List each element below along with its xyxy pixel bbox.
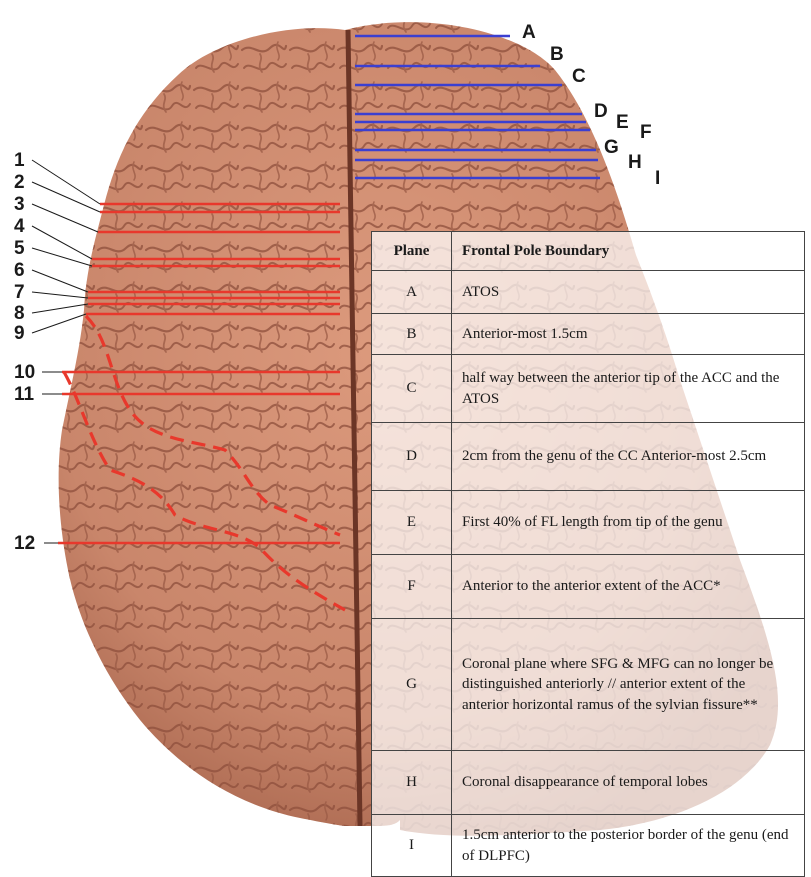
number-label-8: 8	[14, 303, 25, 324]
header-boundary: Frontal Pole Boundary	[452, 232, 805, 271]
table-row: BAnterior-most 1.5cm	[372, 314, 805, 355]
letter-label-A: A	[522, 22, 536, 43]
number-label-1: 1	[14, 150, 25, 171]
table-row: GCoronal plane where SFG & MFG can no lo…	[372, 619, 805, 751]
cell-plane: E	[372, 491, 452, 555]
number-label-10: 10	[14, 362, 35, 383]
letter-label-C: C	[572, 66, 586, 87]
number-label-6: 6	[14, 260, 25, 281]
letter-label-I: I	[655, 168, 660, 189]
table-row: HCoronal disappearance of temporal lobes	[372, 751, 805, 815]
letter-label-F: F	[640, 122, 652, 143]
table-row: Chalf way between the anterior tip of th…	[372, 355, 805, 423]
cell-boundary: 2cm from the genu of the CC Anterior-mos…	[452, 423, 805, 491]
table-row: AATOS	[372, 271, 805, 314]
number-label-9: 9	[14, 323, 25, 344]
cell-plane: C	[372, 355, 452, 423]
number-label-5: 5	[14, 238, 25, 259]
letter-label-E: E	[616, 112, 629, 133]
letter-label-D: D	[594, 101, 608, 122]
number-label-7: 7	[14, 282, 25, 303]
cell-boundary: Coronal plane where SFG & MFG can no lon…	[452, 619, 805, 751]
table-header-row: Plane Frontal Pole Boundary	[372, 232, 805, 271]
cell-boundary: Anterior-most 1.5cm	[452, 314, 805, 355]
cell-plane: D	[372, 423, 452, 491]
cell-plane: A	[372, 271, 452, 314]
letter-label-G: G	[604, 137, 619, 158]
table-row: EFirst 40% of FL length from tip of the …	[372, 491, 805, 555]
number-label-12: 12	[14, 533, 35, 554]
cell-boundary: half way between the anterior tip of the…	[452, 355, 805, 423]
cell-plane: H	[372, 751, 452, 815]
letter-label-B: B	[550, 44, 564, 65]
number-label-11: 11	[14, 384, 35, 405]
cell-boundary: 1.5cm anterior to the posterior border o…	[452, 815, 805, 877]
frontal-pole-boundary-table: Plane Frontal Pole Boundary AATOS BAnter…	[371, 231, 805, 877]
letter-label-H: H	[628, 152, 642, 173]
cell-plane: I	[372, 815, 452, 877]
cell-plane: G	[372, 619, 452, 751]
cell-boundary: First 40% of FL length from tip of the g…	[452, 491, 805, 555]
cell-plane: B	[372, 314, 452, 355]
number-label-3: 3	[14, 194, 25, 215]
table-row: D2cm from the genu of the CC Anterior-mo…	[372, 423, 805, 491]
number-label-4: 4	[14, 216, 25, 237]
number-labels: 1 2 3 4 5 6 7 8 9 10 11 12	[14, 150, 35, 554]
cell-boundary: Anterior to the anterior extent of the A…	[452, 555, 805, 619]
table-row: FAnterior to the anterior extent of the …	[372, 555, 805, 619]
table-row: I1.5cm anterior to the posterior border …	[372, 815, 805, 877]
number-label-2: 2	[14, 172, 25, 193]
header-plane: Plane	[372, 232, 452, 271]
cell-boundary: ATOS	[452, 271, 805, 314]
cell-plane: F	[372, 555, 452, 619]
cell-boundary: Coronal disappearance of temporal lobes	[452, 751, 805, 815]
